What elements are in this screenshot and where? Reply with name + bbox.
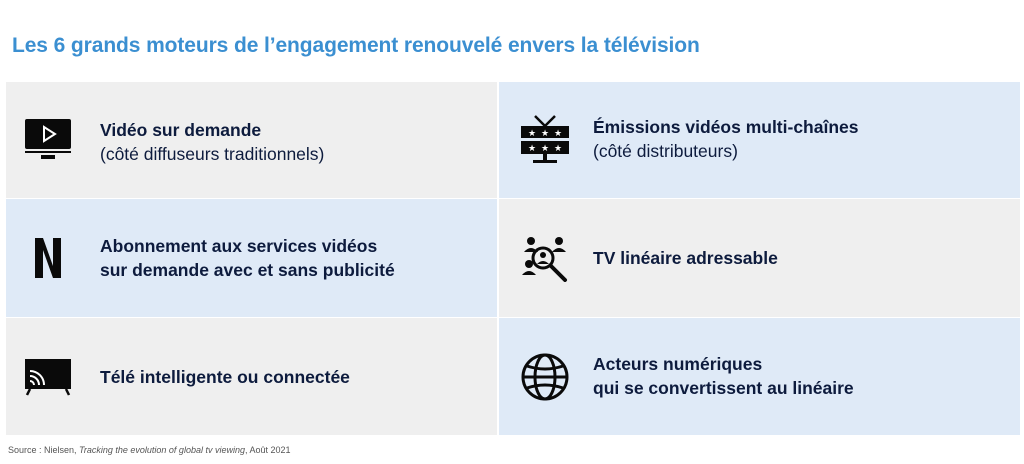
- source-note: Source : Nielsen, Tracking the evolution…: [8, 445, 291, 455]
- svg-text:★: ★: [528, 129, 536, 139]
- svg-text:★: ★: [528, 144, 536, 154]
- globe-icon: [517, 349, 573, 405]
- source-title: Tracking the evolution of global tv view…: [79, 445, 245, 455]
- driver-title: Vidéo sur demande: [100, 120, 262, 140]
- source-suffix: , Août 2021: [244, 445, 291, 455]
- smart-tv-icon: [24, 353, 72, 401]
- page-title: Les 6 grands moteurs de l’engagement ren…: [12, 34, 700, 57]
- driver-title: Acteurs numériques: [593, 354, 763, 374]
- source-prefix: Source : Nielsen,: [8, 445, 80, 455]
- svg-text:★: ★: [554, 144, 562, 154]
- driver-card-smart-tv: Télé intelligente ou connectée: [6, 318, 497, 435]
- driver-subtitle: qui se convertissent au linéaire: [593, 378, 854, 398]
- drivers-grid: Vidéo sur demande (côté diffuseurs tradi…: [6, 82, 1020, 435]
- monitor-play-icon: [24, 116, 72, 164]
- tv-antenna-icon: ★ ★ ★ ★ ★ ★: [517, 112, 573, 168]
- driver-title: Émissions vidéos multi-chaînes: [593, 117, 859, 137]
- driver-card-digital-players: Acteurs numériques qui se convertissent …: [499, 318, 1020, 435]
- svg-text:★: ★: [541, 144, 549, 154]
- svg-text:★: ★: [554, 129, 562, 139]
- audience-target-icon: [517, 230, 573, 286]
- driver-title: TV linéaire adressable: [593, 248, 778, 268]
- driver-title: Télé intelligente ou connectée: [100, 367, 350, 387]
- driver-subtitle: sur demande avec et sans publicité: [100, 260, 395, 280]
- driver-card-vod: Vidéo sur demande (côté diffuseurs tradi…: [6, 82, 497, 198]
- netflix-n-icon: [24, 234, 72, 282]
- driver-card-addressable: TV linéaire adressable: [499, 199, 1020, 317]
- driver-subtitle: (côté diffuseurs traditionnels): [100, 144, 325, 164]
- driver-card-svod: Abonnement aux services vidéos sur deman…: [6, 199, 497, 317]
- driver-title: Abonnement aux services vidéos: [100, 236, 378, 256]
- driver-subtitle: (côté distributeurs): [593, 141, 738, 161]
- svg-text:★: ★: [541, 129, 549, 139]
- driver-card-multichannel: ★ ★ ★ ★ ★ ★ Émissions vidéos multi-chaîn…: [499, 82, 1020, 198]
